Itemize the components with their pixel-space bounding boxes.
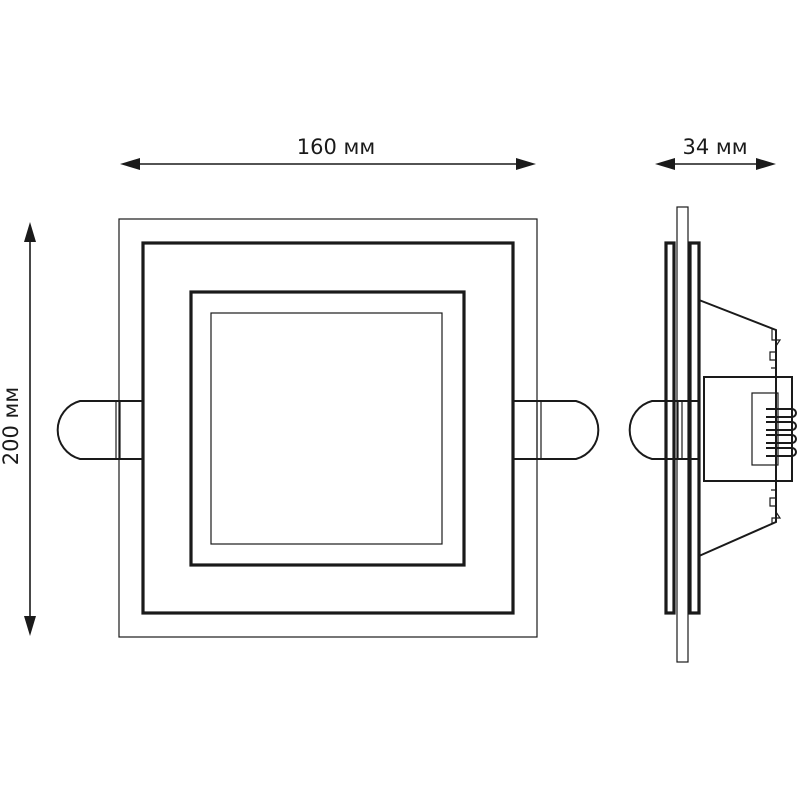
side-glass-edge	[676, 206, 689, 663]
width-dimension: 160 мм	[120, 135, 536, 170]
width-arrow-left	[120, 158, 140, 170]
width-label: 160 мм	[297, 135, 375, 159]
front-view	[56, 218, 600, 638]
height-label: 200 мм	[0, 387, 23, 465]
side-housing-ridges-top	[769, 328, 782, 369]
height-arrow-bottom	[24, 616, 36, 636]
side-terminal-pins	[766, 408, 797, 457]
side-frame-front	[664, 241, 676, 615]
depth-dimension: 34 мм	[655, 135, 776, 170]
depth-arrow-left	[655, 158, 675, 170]
depth-arrow-right	[756, 158, 776, 170]
glass-panel-outline	[118, 218, 538, 638]
side-housing	[698, 299, 777, 557]
side-spring-clip	[628, 400, 700, 460]
side-housing-ridges-bottom	[769, 489, 782, 524]
height-arrow-top	[24, 222, 36, 242]
inner-frame	[189, 290, 466, 567]
outer-frame	[141, 241, 515, 615]
left-spring-clip	[56, 400, 143, 460]
light-panel	[210, 312, 443, 545]
side-view	[628, 206, 797, 663]
width-arrow-right	[516, 158, 536, 170]
side-frame-back	[688, 241, 701, 615]
depth-label: 34 мм	[682, 135, 747, 159]
right-spring-clip	[514, 400, 600, 460]
height-dimension: 200 мм	[0, 222, 36, 636]
